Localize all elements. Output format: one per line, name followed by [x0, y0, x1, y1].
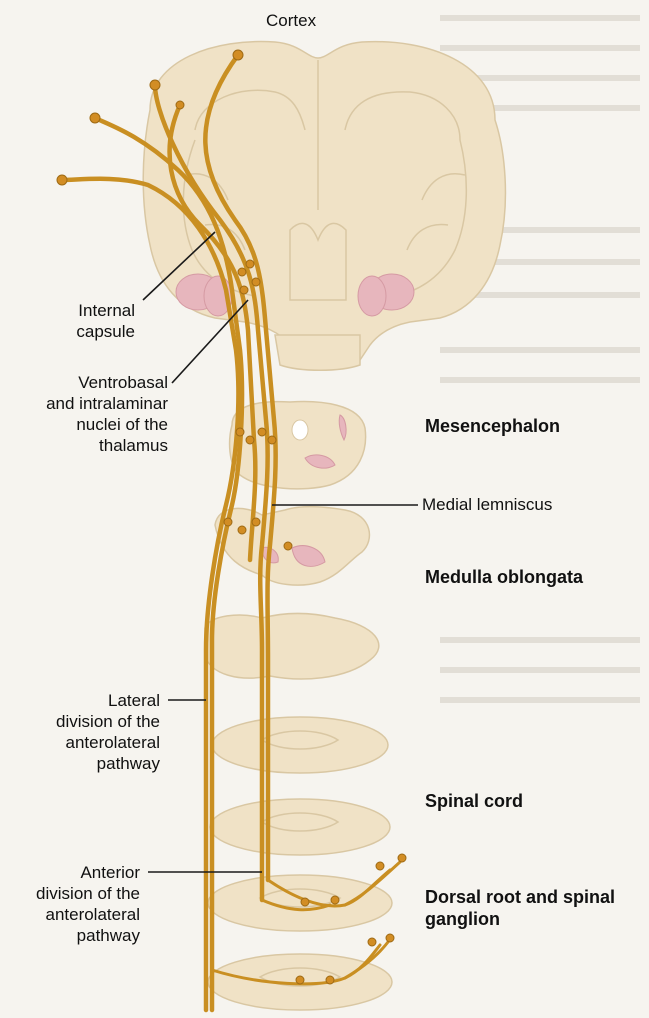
lower-medulla-section	[205, 614, 379, 679]
internal-capsule-label: Internal capsule	[50, 300, 135, 342]
anterior-division-label: Anterior division of the anterolateral p…	[20, 862, 140, 946]
dorsal-root-label: Dorsal root and spinal ganglion	[425, 886, 615, 930]
mesencephalon-label: Mesencephalon	[425, 415, 560, 437]
right-basal-nucleus-inner	[358, 276, 386, 316]
medial-lemniscus-label: Medial lemniscus	[422, 494, 552, 515]
thalamus-nuclei-label: Ventrobasal and intralaminar nuclei of t…	[8, 372, 168, 456]
spinal-cord-label: Spinal cord	[425, 790, 523, 812]
mesencephalon-section	[230, 402, 366, 489]
brain-coronal-section	[143, 42, 505, 371]
lateral-division-label: Lateral division of the anterolateral pa…	[20, 690, 160, 774]
medulla-oblongata-label: Medulla oblongata	[425, 566, 583, 588]
cortex-label: Cortex	[266, 10, 316, 31]
